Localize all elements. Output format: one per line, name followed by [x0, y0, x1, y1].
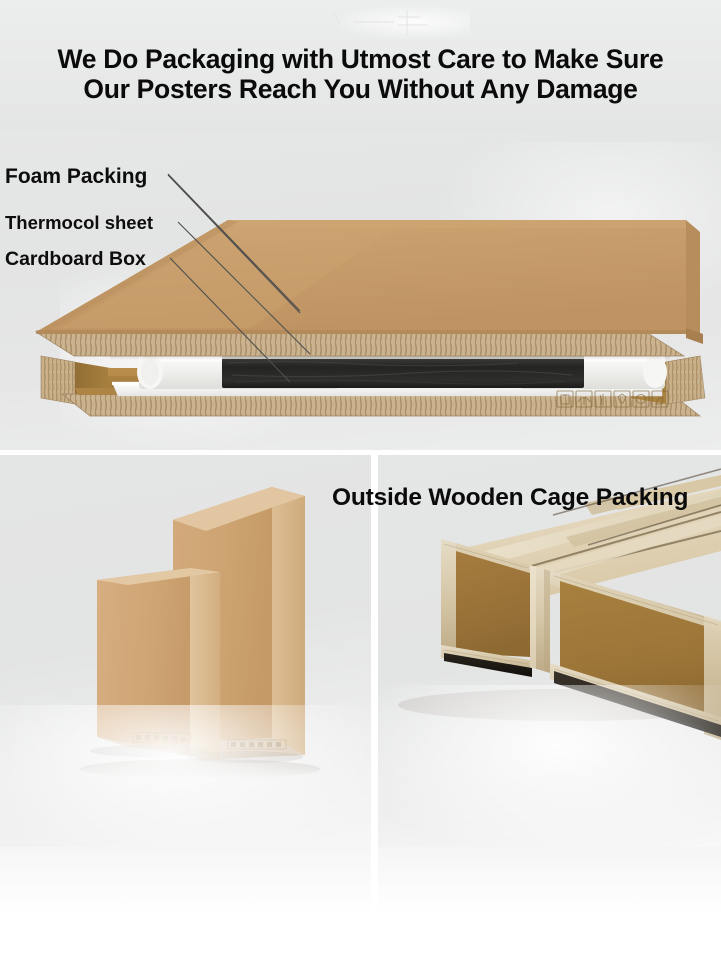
callout-thermocol-sheet: Thermocol sheet [5, 212, 154, 233]
callout-leader-lines [167, 173, 301, 312]
watermark-icon [330, 4, 470, 40]
hero-panel: Foam Packing Thermocol sheet Cardboard B… [0, 132, 721, 450]
leader-line-foam [167, 173, 301, 312]
header-band [0, 0, 721, 132]
panel-gutter-vertical [371, 455, 378, 847]
headline-line-2: Our Posters Reach You Without Any Damage [83, 74, 638, 104]
footer-strip-right [378, 847, 721, 915]
wooden-cage-panel [378, 455, 721, 847]
handling-symbols-group [556, 390, 669, 408]
cutaway-carton-svg [34, 173, 706, 417]
footer-whitespace [0, 915, 721, 962]
flat-boxes-panel: ·· [0, 455, 371, 847]
headline-line-1: We Do Packaging with Utmost Care to Make… [57, 44, 664, 74]
footer-strip-left [0, 847, 371, 915]
panel-gutter-horizontal [0, 450, 721, 455]
flat-boxes-floor-glow [0, 705, 371, 847]
callout-foam-packing: Foam Packing [5, 165, 148, 188]
page-headline: We Do Packaging with Utmost Care to Make… [0, 44, 721, 104]
wooden-cage-title: Outside Wooden Cage Packing [332, 484, 689, 511]
callout-cardboard-box: Cardboard Box [5, 248, 146, 270]
cage-floor-glow [378, 685, 721, 847]
